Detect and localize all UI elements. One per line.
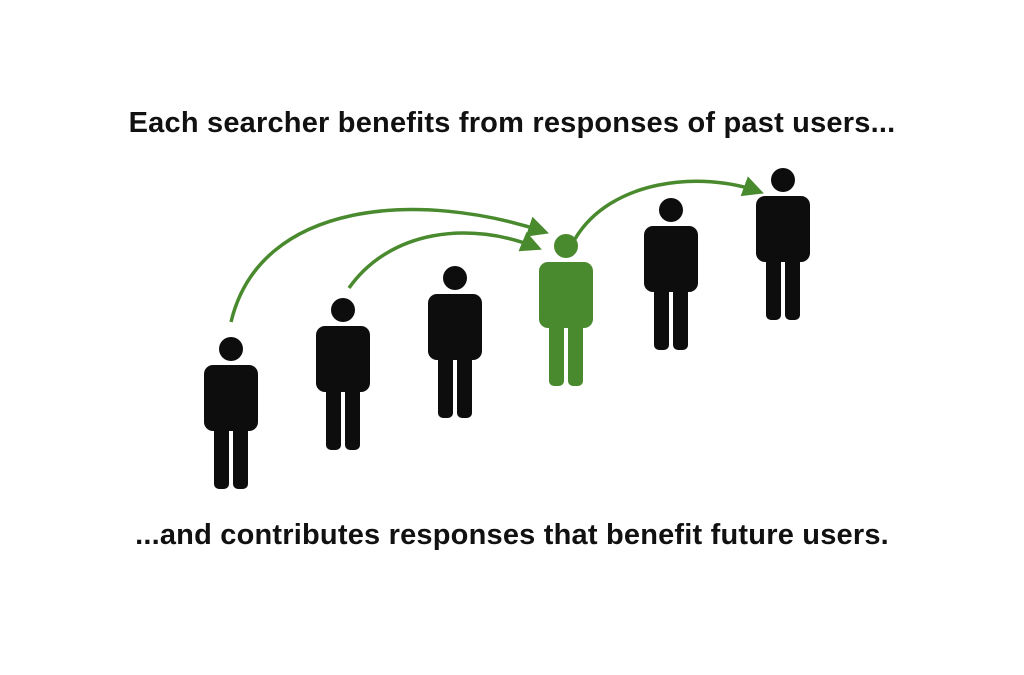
arrow-past2-to-current xyxy=(347,231,542,290)
arrow-past1-to-current xyxy=(229,207,549,323)
bottom-caption: ...and contributes responses that benefi… xyxy=(135,519,889,551)
person-icon xyxy=(756,168,810,320)
arrow-current-to-future xyxy=(573,176,764,240)
arrows-group xyxy=(229,176,764,323)
people-group xyxy=(204,168,810,489)
person-icon xyxy=(316,298,370,450)
person-icon xyxy=(204,337,258,489)
person-icon-current xyxy=(539,234,593,386)
person-icon xyxy=(428,266,482,418)
top-caption: Each searcher benefits from responses of… xyxy=(128,107,896,139)
person-icon xyxy=(644,198,698,350)
